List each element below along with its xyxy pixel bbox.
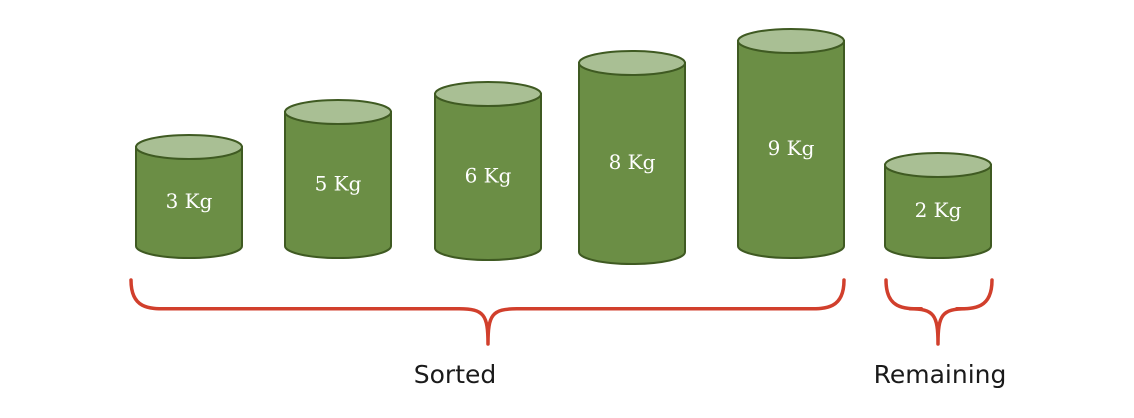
- weight-label: 5 Kg: [315, 172, 362, 196]
- cylinder-top: [135, 134, 243, 160]
- weight-label: 3 Kg: [166, 189, 213, 213]
- cylinder-body: [884, 164, 992, 259]
- cylinder-body: [284, 111, 392, 259]
- cylinder-body: [737, 40, 845, 259]
- remaining-label: Remaining: [874, 360, 1007, 389]
- cylinder-top: [737, 28, 845, 54]
- weight-label: 2 Kg: [915, 198, 962, 222]
- remaining-brace: [884, 278, 994, 346]
- cylinder-body: [434, 93, 542, 261]
- cylinder-top: [578, 50, 686, 76]
- weight-cylinder-8kg: 8 Kg: [578, 50, 686, 265]
- weight-label: 9 Kg: [768, 136, 815, 160]
- sorted-label: Sorted: [414, 360, 497, 389]
- weight-cylinder-3kg: 3 Kg: [135, 134, 243, 259]
- cylinders: 3 Kg 5 Kg 6 Kg 8 Kg 9 Kg 2 Kg: [135, 28, 992, 265]
- cylinder-top: [284, 99, 392, 125]
- weight-cylinder-6kg: 6 Kg: [434, 81, 542, 261]
- weight-label: 6 Kg: [465, 164, 512, 188]
- weight-cylinder-2kg: 2 Kg: [884, 152, 992, 259]
- cylinder-top: [884, 152, 992, 178]
- cylinder-body: [578, 62, 686, 265]
- sorted-brace: [129, 278, 846, 346]
- cylinder-body: [135, 146, 243, 259]
- weight-cylinder-9kg: 9 Kg: [737, 28, 845, 259]
- weight-cylinder-5kg: 5 Kg: [284, 99, 392, 259]
- cylinder-top: [434, 81, 542, 107]
- weight-label: 8 Kg: [609, 150, 656, 174]
